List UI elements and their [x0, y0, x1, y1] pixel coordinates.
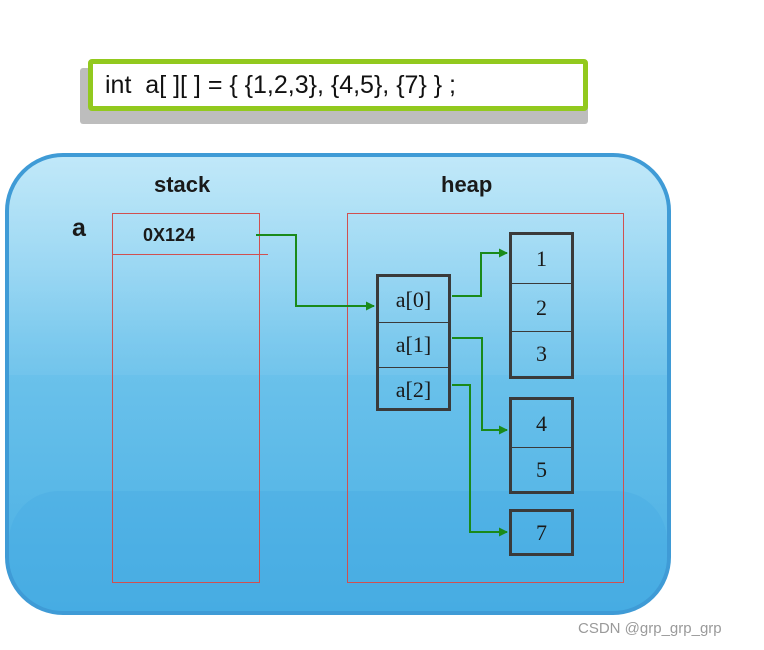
code-statement: int a[ ][ ] = { {1,2,3}, {4,5}, {7} } ; — [88, 59, 588, 111]
array-cell: 7 — [536, 519, 547, 545]
array-cell: 5 — [512, 447, 571, 491]
stack-label: stack — [154, 172, 211, 197]
pointer-cell: a[0] — [395, 286, 432, 312]
panel-gloss — [9, 157, 667, 375]
int-array-2: 4 5 — [509, 397, 574, 494]
array-cell: 4 — [536, 410, 547, 436]
stack-slot-separator — [112, 254, 268, 255]
memory-panel — [5, 153, 671, 615]
pointer-cell: a[2] — [379, 367, 448, 411]
a0-to-array1-arrow — [452, 248, 508, 297]
watermark: CSDN @grp_grp_grp — [578, 620, 722, 637]
int-array-1: 1 2 3 — [509, 232, 574, 379]
int-array-3: 7 — [509, 509, 574, 556]
variable-label: a — [72, 214, 86, 242]
pointer-cell: a[1] — [379, 322, 448, 367]
stack-frame — [112, 213, 260, 583]
a1-to-array2-arrow — [452, 337, 508, 435]
array-cell: 3 — [512, 331, 571, 376]
pointer-array: a[0] a[1] a[2] — [376, 274, 451, 411]
address-to-pointer-array-arrow — [256, 234, 375, 311]
address-value: 0X124 — [143, 225, 196, 245]
heap-frame — [347, 213, 624, 583]
a2-to-array3-arrow — [452, 384, 508, 537]
array-cell: 2 — [512, 283, 571, 331]
heap-label: heap — [441, 172, 493, 197]
array-cell: 1 — [536, 246, 547, 271]
